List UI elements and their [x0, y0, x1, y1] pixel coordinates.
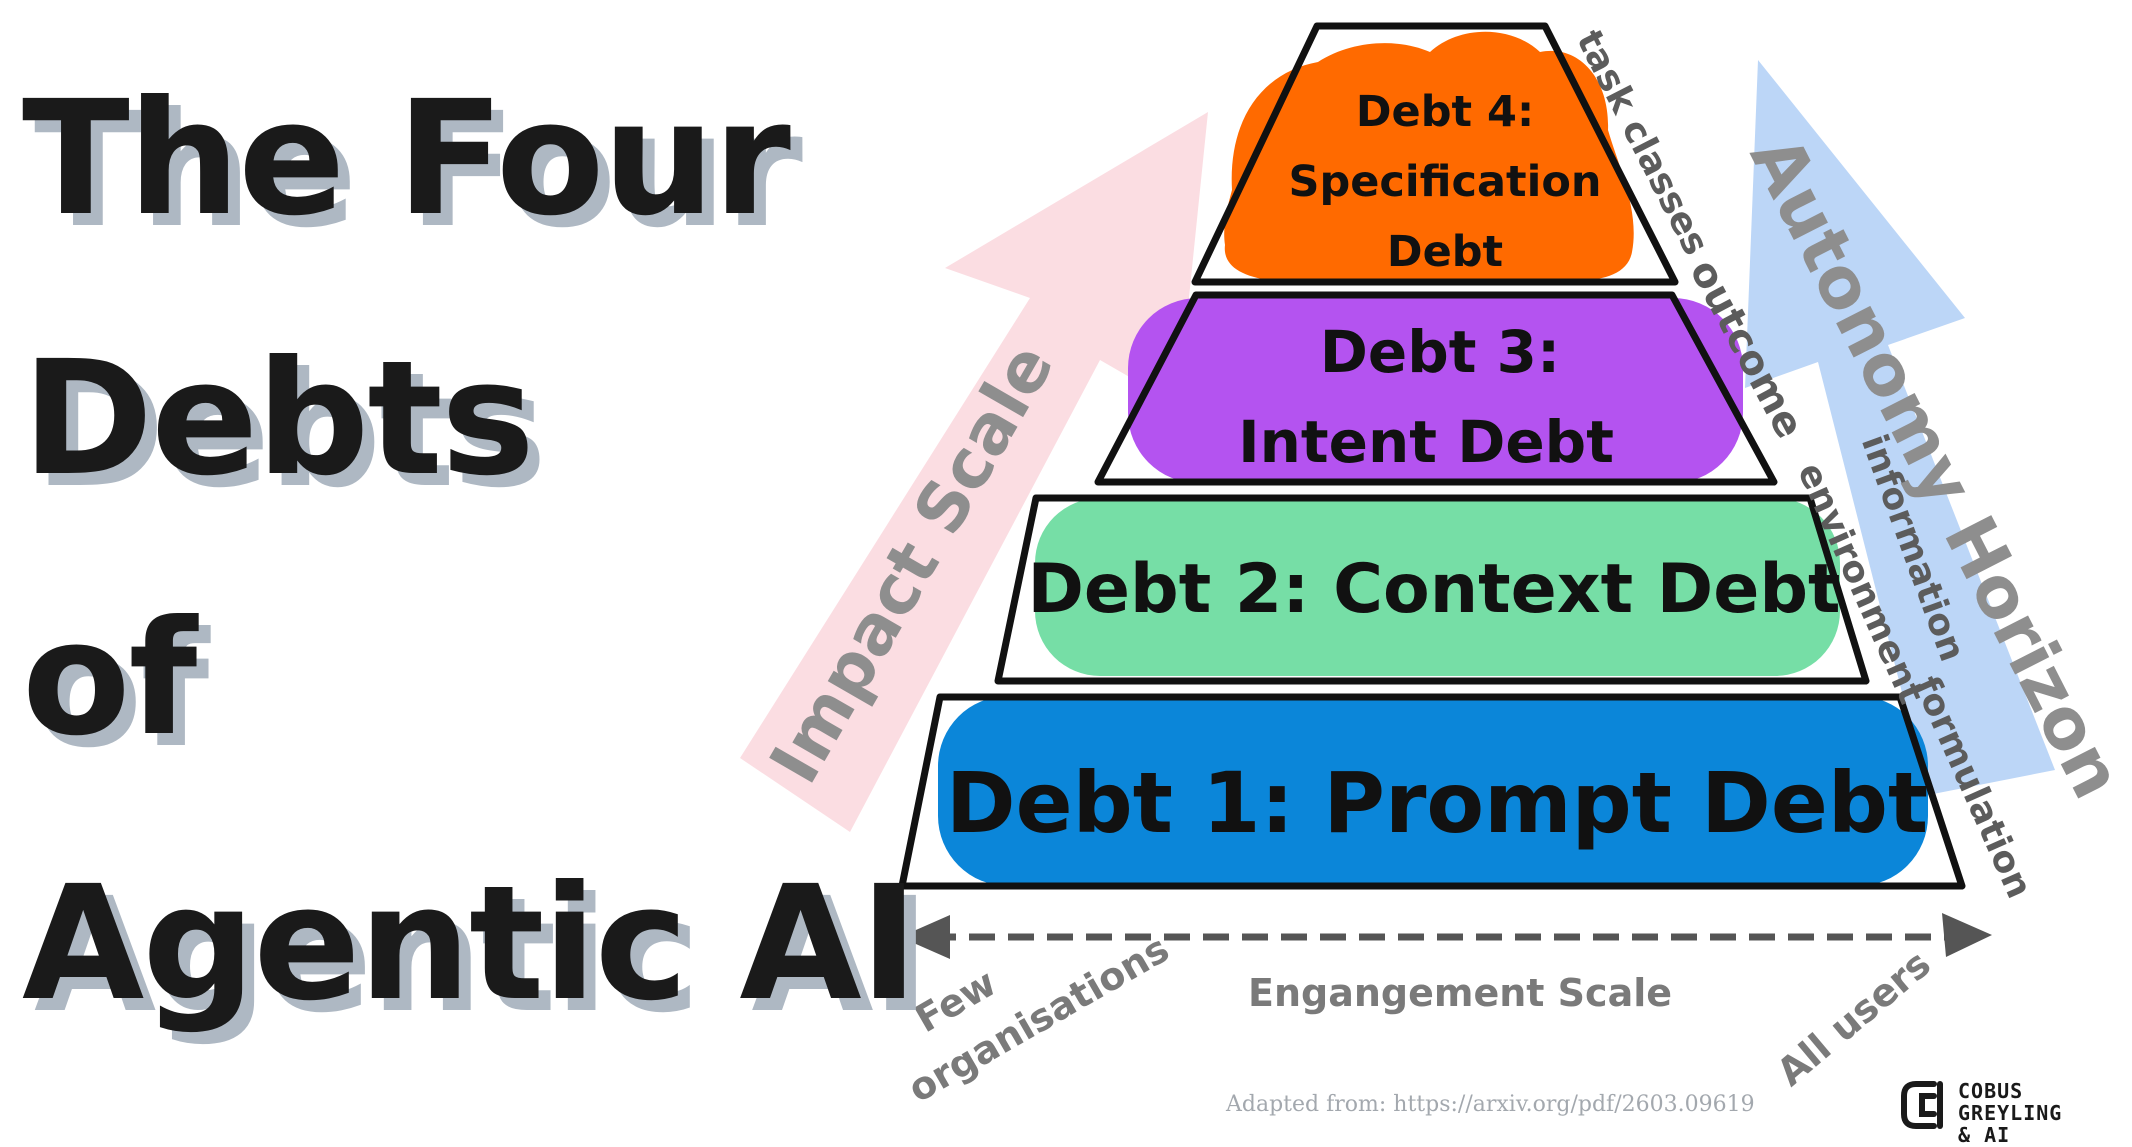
level4-outline — [1191, 22, 1679, 286]
level1-fill — [938, 696, 1928, 886]
brand-name-line1: COBUS GREYLING — [1958, 1079, 2063, 1125]
level4-label-line2: Specification — [1289, 157, 1602, 207]
level1-outline — [898, 693, 1966, 890]
engagement-all-users-label: All users — [1768, 942, 1938, 1095]
level3-fill — [1128, 298, 1743, 483]
level2-outline — [994, 494, 1870, 685]
level4-label-line1: Debt 4: — [1356, 87, 1534, 137]
title-line-1: The Four — [22, 67, 791, 251]
brand-name: COBUS GREYLING & AI — [1958, 1080, 2132, 1146]
impact-scale-arrow — [740, 112, 1208, 832]
level2-fill — [1035, 498, 1840, 676]
source-credit: Adapted from: https://arxiv.org/pdf/2603… — [1226, 1092, 1755, 1117]
engagement-arrowhead-left — [900, 915, 950, 959]
level1-label: Debt 1: Prompt Debt — [946, 754, 1928, 852]
brand-name-line2: & AI — [1958, 1123, 2011, 1147]
engagement-scale-label: Engangement Scale — [1248, 971, 1672, 1015]
level2-label: Debt 2: Context Debt — [1027, 550, 1840, 629]
level3-label-line1: Debt 3: — [1320, 318, 1560, 386]
level3-label-line2: Intent Debt — [1238, 408, 1614, 476]
engagement-arrowhead-right — [1942, 913, 1992, 957]
title-line-4: Agentic AI — [22, 852, 918, 1036]
brand-logo-icon — [1901, 1081, 1943, 1129]
autonomy-horizon-arrow — [1745, 60, 2055, 795]
title-line-3: of — [22, 587, 197, 771]
level4-fill — [1224, 31, 1634, 283]
title-line-2: Debts — [22, 327, 535, 511]
level3-outline — [1094, 291, 1778, 486]
level4-label-line3: Debt — [1387, 227, 1503, 277]
